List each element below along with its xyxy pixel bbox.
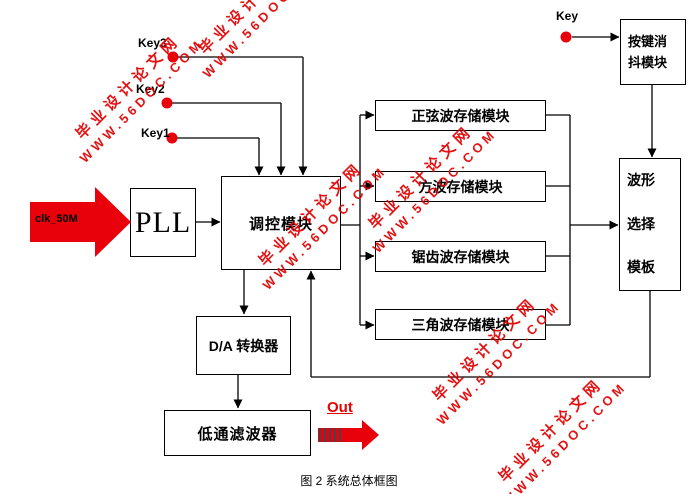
watermark: 毕业设计论文网 WWW.56DOC.COM (174, 0, 342, 93)
block-control-module: 调控模块 (221, 176, 341, 270)
wave-select-line-1: 波形 (627, 172, 655, 188)
watermark: 毕业设计论文网 WWW.56DOC.COM (408, 272, 576, 440)
block-triangle-storage: 三角波存储模块 (375, 309, 546, 340)
watermark: 毕业设计论文网 WWW.56DOC.COM (51, 10, 219, 178)
label-clk-50m: clk_50M (35, 213, 78, 225)
label-key1: Key1 (141, 126, 170, 140)
block-pll: PLL (130, 188, 196, 257)
label-out: Out (327, 399, 353, 416)
out-arrow-stripes (319, 428, 341, 442)
wave-select-line-2: 选择 (627, 215, 655, 232)
out-arrow (318, 420, 379, 450)
block-sine-storage: 正弦波存储模块 (375, 100, 546, 131)
watermark-line2: WWW.56DOC.COM (199, 0, 330, 81)
block-sawtooth-storage: 锯齿波存储模块 (375, 241, 546, 272)
watermark-line1: 毕业设计论文网 (195, 0, 307, 58)
block-square-storage: 方波存储模块 (375, 171, 546, 202)
debounce-line-1: 按键消 (628, 34, 668, 49)
debounce-line-2: 抖模块 (628, 55, 668, 70)
watermark-line1: 毕业设计论文网 (72, 31, 184, 143)
key3-dot (167, 51, 179, 63)
block-lowpass-filter: 低通滤波器 (164, 410, 311, 456)
block-wave-select: 波形 选择 模板 (619, 158, 681, 291)
wave-select-line-3: 模板 (627, 259, 655, 275)
figure-caption: 图 2 系统总体框图 (300, 474, 398, 488)
key2-dot (161, 97, 173, 109)
label-key3: Key3 (138, 36, 167, 50)
label-key: Key (556, 9, 579, 23)
block-da-converter: D/A 转换器 (196, 316, 291, 375)
label-key2: Key2 (136, 82, 165, 96)
key-dot (560, 31, 572, 43)
block-key-debounce: 按键消 抖模块 (620, 19, 686, 85)
watermark-line1: 毕业设计论文网 (429, 293, 541, 405)
